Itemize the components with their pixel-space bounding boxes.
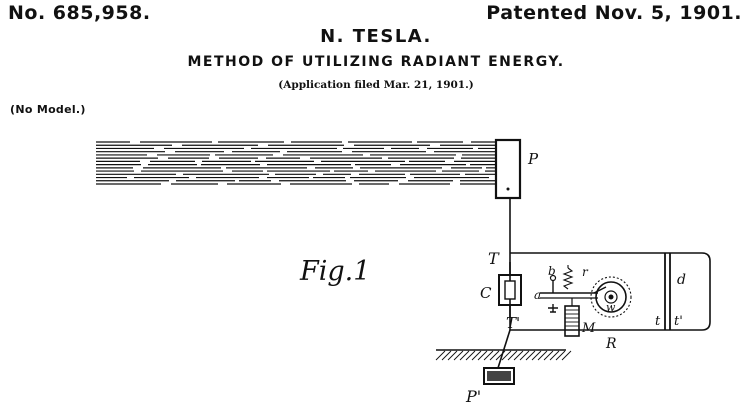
label-t-small-prime: t' — [674, 314, 683, 329]
magnet-m — [565, 306, 579, 336]
label-b: b — [548, 264, 556, 278]
label-r: r — [582, 265, 589, 279]
label-c: C — [480, 284, 492, 302]
spring-r — [564, 268, 572, 289]
magnet-coil-windings — [565, 310, 579, 330]
plate-p-terminal — [507, 188, 510, 191]
condenser-c-inner — [505, 281, 515, 299]
figure-caption: Fig.1 — [299, 256, 370, 287]
ground-hatching — [436, 351, 571, 360]
label-p: P — [527, 150, 539, 168]
label-t-prime: T' — [506, 314, 520, 332]
label-t: T — [488, 249, 500, 268]
contact-screw — [548, 304, 558, 312]
label-t-small: t — [655, 314, 661, 329]
label-r-upper: R — [605, 336, 617, 352]
ground-wire — [498, 330, 510, 368]
ratchet-axle — [609, 295, 614, 300]
label-d: d — [677, 272, 686, 288]
ground-plate-fill — [487, 371, 511, 381]
radiant-rays — [96, 142, 496, 184]
label-m: M — [581, 321, 596, 336]
label-p-prime: P' — [465, 387, 481, 406]
label-w: w — [606, 301, 616, 314]
label-a: a — [534, 288, 541, 302]
